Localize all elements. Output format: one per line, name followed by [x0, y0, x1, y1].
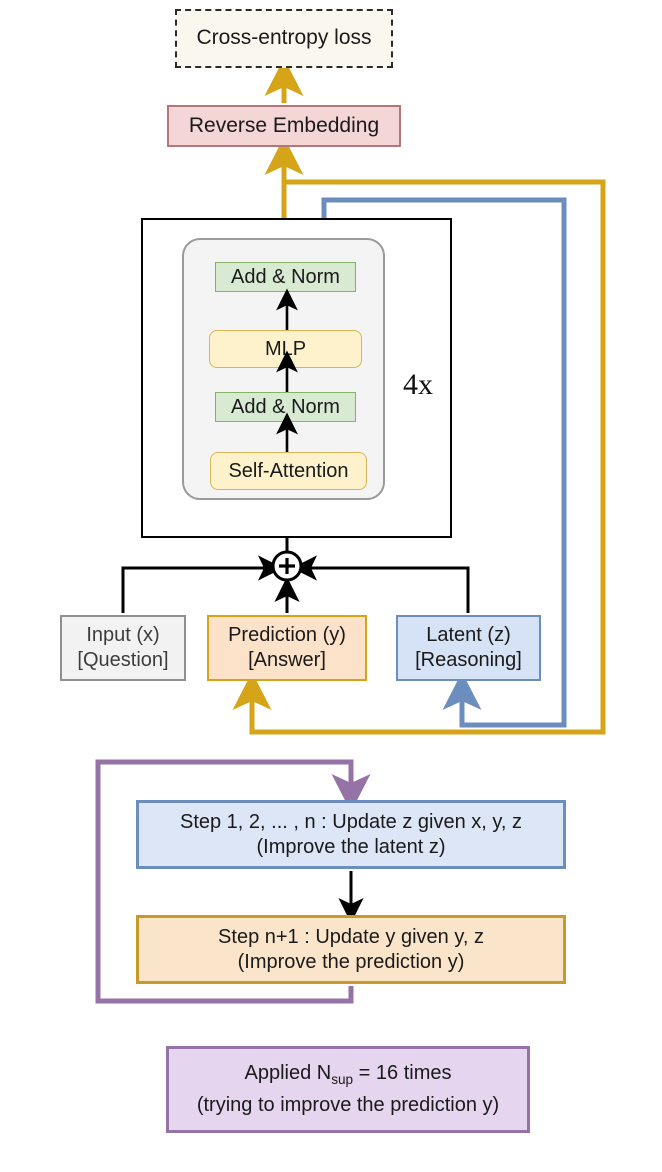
nsup-note-node: Applied Nsup = 16 times (trying to impro…	[166, 1046, 530, 1133]
edge-stepy-to-stepz-loop	[95, 759, 371, 1004]
edge-input-to-sum	[121, 555, 284, 613]
nsup-suffix: = 16 times	[353, 1062, 452, 1084]
inner-stack-arrows	[276, 288, 298, 452]
input-node: Input (x) [Question]	[60, 615, 186, 681]
nsup-line2: (trying to improve the prediction y)	[196, 1093, 500, 1116]
latent-label-line2: [Reasoning]	[415, 649, 522, 671]
prediction-node: Prediction (y) [Answer]	[207, 615, 367, 681]
reverse-embedding-label: Reverse Embedding	[188, 113, 380, 137]
step-y-line1: Step n+1 : Update y given y, z	[218, 925, 484, 948]
edge-block-to-latent-loop	[321, 197, 567, 728]
sum-node-plus	[279, 558, 295, 574]
step-update-y-node: Step n+1 : Update y given y, z (Improve …	[136, 915, 566, 984]
nsup-line1: Applied Nsup = 16 times	[244, 1061, 451, 1089]
edge-block-to-prediction-loop	[232, 179, 606, 735]
reverse-embedding-node: Reverse Embedding	[167, 105, 401, 147]
input-label-line1: Input (x)	[86, 624, 160, 646]
input-label-line2: [Question]	[77, 649, 169, 671]
step-update-z-node: Step 1, 2, ... , n : Update z given x, y…	[136, 800, 566, 869]
step-z-line1: Step 1, 2, ... , n : Update z given x, y…	[179, 810, 523, 833]
add-norm-bottom-label: Add & Norm	[231, 395, 340, 418]
repeat-count-label: 4x	[403, 368, 433, 402]
nsup-prefix: Applied N	[244, 1062, 332, 1084]
latent-label-line1: Latent (z)	[426, 624, 511, 646]
add-norm-top-label: Add & Norm	[231, 265, 340, 288]
loss-label: Cross-entropy loss	[196, 26, 372, 50]
nsup-subscript: sup	[331, 1072, 354, 1087]
step-z-line2: (Improve the latent z)	[256, 835, 446, 858]
self-attention-label: Self-Attention	[228, 459, 349, 482]
prediction-label-line1: Prediction (y)	[228, 624, 346, 646]
edge-latent-to-sum	[291, 555, 470, 613]
cross-entropy-loss-node: Cross-entropy loss	[175, 9, 393, 68]
latent-node: Latent (z) [Reasoning]	[396, 615, 541, 681]
step-y-line2: (Improve the prediction y)	[237, 950, 465, 973]
self-attention-node: Self-Attention	[210, 452, 367, 490]
add-norm-top-node: Add & Norm	[215, 262, 356, 292]
prediction-label-line2: [Answer]	[248, 649, 326, 671]
add-norm-bottom-node: Add & Norm	[215, 392, 356, 422]
